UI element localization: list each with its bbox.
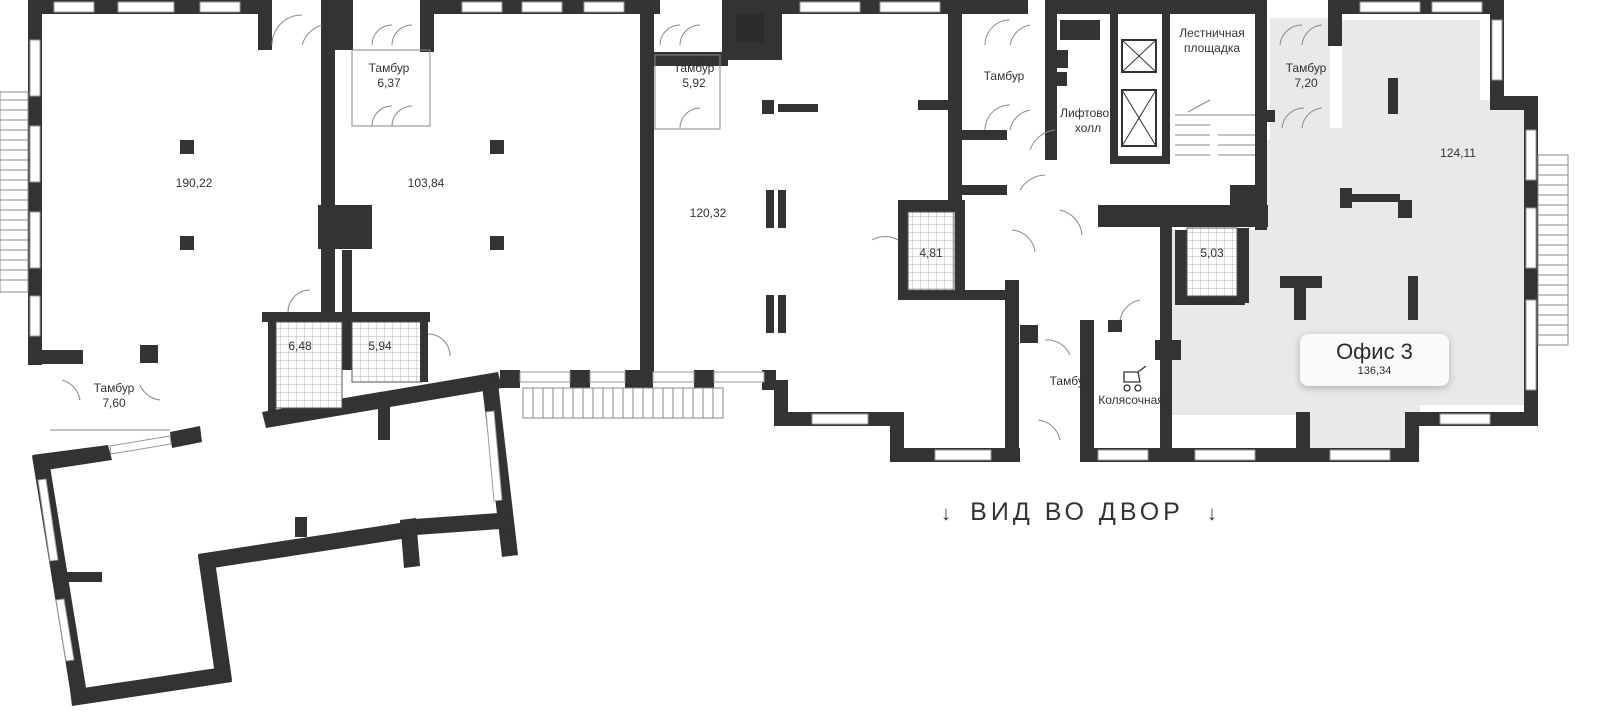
vestibule-area-720: 7,20 [1294,76,1318,90]
vestibule-label: Тамбур [674,61,715,75]
vestibule-area-592: 5,92 [682,76,706,90]
vestibule-area-637: 6,37 [377,76,401,90]
office-name: Офис 3 [1336,339,1413,364]
bathroom-area-481: 4,81 [919,246,943,260]
vestibule-label: Тамбур [369,61,410,75]
windows-lower-extension [37,410,503,662]
stroller-room-label: Колясочная [1098,393,1164,407]
lift-hall-label-line2: холл [1075,121,1101,135]
walls-unit-120 [500,0,1020,462]
entrance-stairs-courtyard [522,387,724,419]
vestibule-area-760: 7,60 [102,396,126,410]
vestibule-label: Тамбур [984,69,1025,83]
bathroom-503 [1186,227,1238,297]
room-labels: 190,22 103,84 120,32 124,11 4,81 5,03 6,… [94,26,1477,410]
bathroom-area-648: 6,48 [288,339,312,353]
windows-unit-103 [461,1,625,13]
vestibule-label: Тамбур [94,381,135,395]
windows-office-3 [1097,1,1537,461]
lift-hall-label-line1: Лифтовой [1060,106,1116,120]
bathroom-area-503: 5,03 [1200,246,1224,260]
stair-landing-label-line2: площадка [1184,41,1240,55]
doors-unit-103 [351,24,431,127]
vestibule-label: Тамбур [1286,61,1327,75]
vestibule-label: Тамбур [1050,374,1091,388]
stairwell [1175,99,1255,156]
windows-unit-120 [519,1,992,461]
room-area-120: 120,32 [690,206,727,220]
windows-left-unit [29,1,241,337]
doors-left-unit [50,14,323,431]
doors-unit-120 [654,24,1036,253]
room-area-103: 103,84 [408,176,445,190]
stroller-icon [1123,365,1147,392]
room-area-124: 124,11 [1440,146,1476,160]
bathroom-481 [907,211,955,291]
entrance-stairs-right [1537,154,1569,346]
doors-core [984,19,1323,441]
lift-shafts [1121,39,1157,147]
bathrooms-648-594 [262,289,451,412]
stair-landing-label-line1: Лестничная [1179,26,1244,40]
room-area-190: 190,22 [176,176,213,190]
bathroom-area-594: 5,94 [368,339,392,353]
down-arrow-icon: ↓ [941,503,951,525]
down-arrow-icon: ↓ [1207,503,1217,525]
office-3-badge[interactable]: Офис 3 136,34 [1300,334,1449,386]
courtyard-view-text: ВИД ВО ДВОР [970,498,1184,526]
office-area: 136,34 [1357,365,1392,377]
courtyard-view-label: ↓ ВИД ВО ДВОР ↓ [941,498,1217,526]
entrance-stairs-left [0,91,29,293]
walls-lower-extension [32,372,518,706]
